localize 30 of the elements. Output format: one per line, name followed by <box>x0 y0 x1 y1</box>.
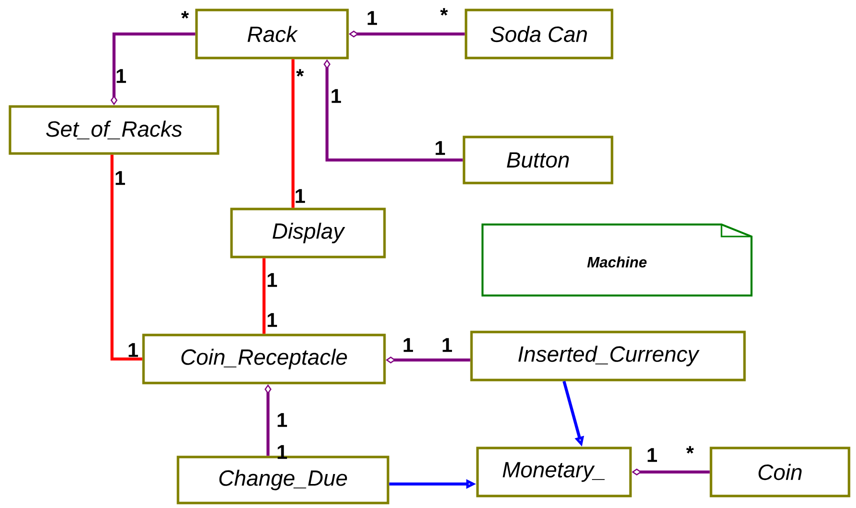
multiplicity: 1 <box>332 89 342 103</box>
class-box: Set_of_Racks <box>8 105 220 155</box>
multiplicity: 1 <box>648 448 658 462</box>
multiplicity: 1 <box>296 189 306 203</box>
multiplicity: 1 <box>128 343 138 357</box>
class-box: Coin_Receptacle <box>142 334 386 384</box>
multiplicity: 1 <box>116 69 126 83</box>
note-box: Machine <box>482 224 752 296</box>
multiplicity: * <box>440 8 448 16</box>
multiplicity: * <box>296 69 304 77</box>
association-line <box>262 258 266 334</box>
multiplicity: 1 <box>404 338 414 352</box>
multiplicity: 1 <box>442 338 452 352</box>
association-line <box>292 59 294 208</box>
class-box: Coin <box>710 446 850 498</box>
multiplicity: 1 <box>268 313 278 327</box>
class-box: Monetary_ <box>476 446 632 498</box>
class-box: Button <box>462 136 614 184</box>
multiplicity: 1 <box>268 273 278 287</box>
multiplicity: 1 <box>368 11 378 25</box>
class-box: Rack <box>195 8 349 60</box>
class-box: Soda Can <box>464 8 614 60</box>
class-box: Display <box>230 208 386 258</box>
multiplicity: * <box>181 11 189 19</box>
association-line <box>110 154 142 360</box>
multiplicity: * <box>686 446 694 454</box>
multiplicity: 1 <box>116 171 126 185</box>
multiplicity: 1 <box>278 413 288 427</box>
class-box: Inserted_Currency <box>470 330 746 382</box>
multiplicity: 1 <box>436 141 446 155</box>
